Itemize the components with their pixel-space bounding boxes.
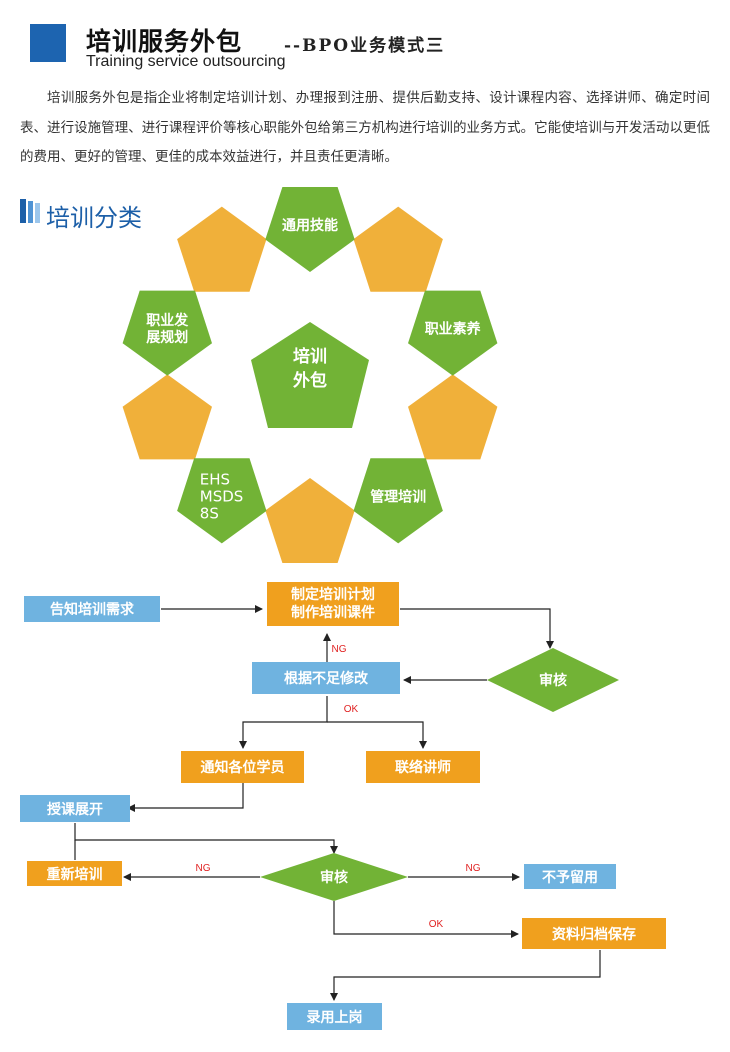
page-subtitle: --BPO业务模式三 [284,36,446,56]
center-label-line1: 培训 [293,346,327,367]
intro-paragraph: 培训服务外包是指企业将制定培训计划、办理报到注册、提供后勤支持、设计课程内容、选… [20,90,710,165]
retrain-box: 重新培训 [27,861,122,886]
english-title: Training service outsourcing [86,53,286,70]
notify-need-box: 告知培训需求 [24,596,160,622]
center-label-line2: 外包 [293,370,327,391]
plan-line-2: 制作培训课件 [291,605,375,621]
page-title: 培训服务外包 [86,27,243,56]
ok-label-1: OK [344,704,359,715]
wheel-item-label-5-1: 职业发 [146,312,189,329]
wheel-item-label-5-2: 展规划 [146,329,188,346]
wheel-filler-pentagon-4 [122,374,212,460]
review-diamond-1: 审核 [487,648,619,712]
section-title: 培训分类 [46,204,142,232]
wheel-item-pentagon-3 [353,458,443,544]
review-diamond-2: 审核 [260,853,408,901]
section-bars-icon [20,199,40,223]
wheel-item-pentagon-2 [408,290,498,376]
wheel-item-label-4-3: 8S [200,504,219,522]
wheel-item-label-2-1: 职业素养 [425,321,482,338]
flow-connectors [74,605,601,1001]
wheel-item-pentagon-5 [122,290,212,376]
ng-label-2: NG [196,863,211,874]
hire-box: 录用上岗 [287,1003,382,1030]
plan-line-1: 制定培训计划 [291,587,375,603]
ng-label-1: NG [332,644,347,655]
wheel-filler-pentagon-1 [353,206,443,292]
revise-box: 根据不足修改 [252,662,400,694]
title-square-icon [30,24,66,62]
center-pentagon: 培训 外包 [251,322,369,428]
review-label-1: 审核 [539,672,567,689]
wheel-filler-pentagon-2 [408,374,498,460]
wheel-item-label-4-1: EHS [200,470,230,488]
wheel-item-label-1-1: 通用技能 [282,217,338,234]
plan-box: 制定培训计划 制作培训课件 [267,582,399,626]
wheel-item-label-4-2: MSDS [200,487,244,505]
teach-box: 授课展开 [20,795,130,822]
ok-label-2: OK [429,919,444,930]
contact-lecturer-box: 联络讲师 [366,751,480,783]
wheel-item-pentagon-4 [177,458,267,544]
ng-label-3: NG [466,863,481,874]
wheel-item-label-3-1: 管理培训 [370,488,426,505]
archive-box: 资料归档保存 [522,918,666,949]
wheel-item-pentagon-1 [265,187,355,272]
wheel-filler-pentagon-5 [177,206,267,292]
review-label-2: 审核 [320,869,348,886]
notify-students-box: 通知各位学员 [181,751,304,783]
wheel-filler-pentagon-3 [265,478,355,563]
reject-box: 不予留用 [524,864,616,889]
